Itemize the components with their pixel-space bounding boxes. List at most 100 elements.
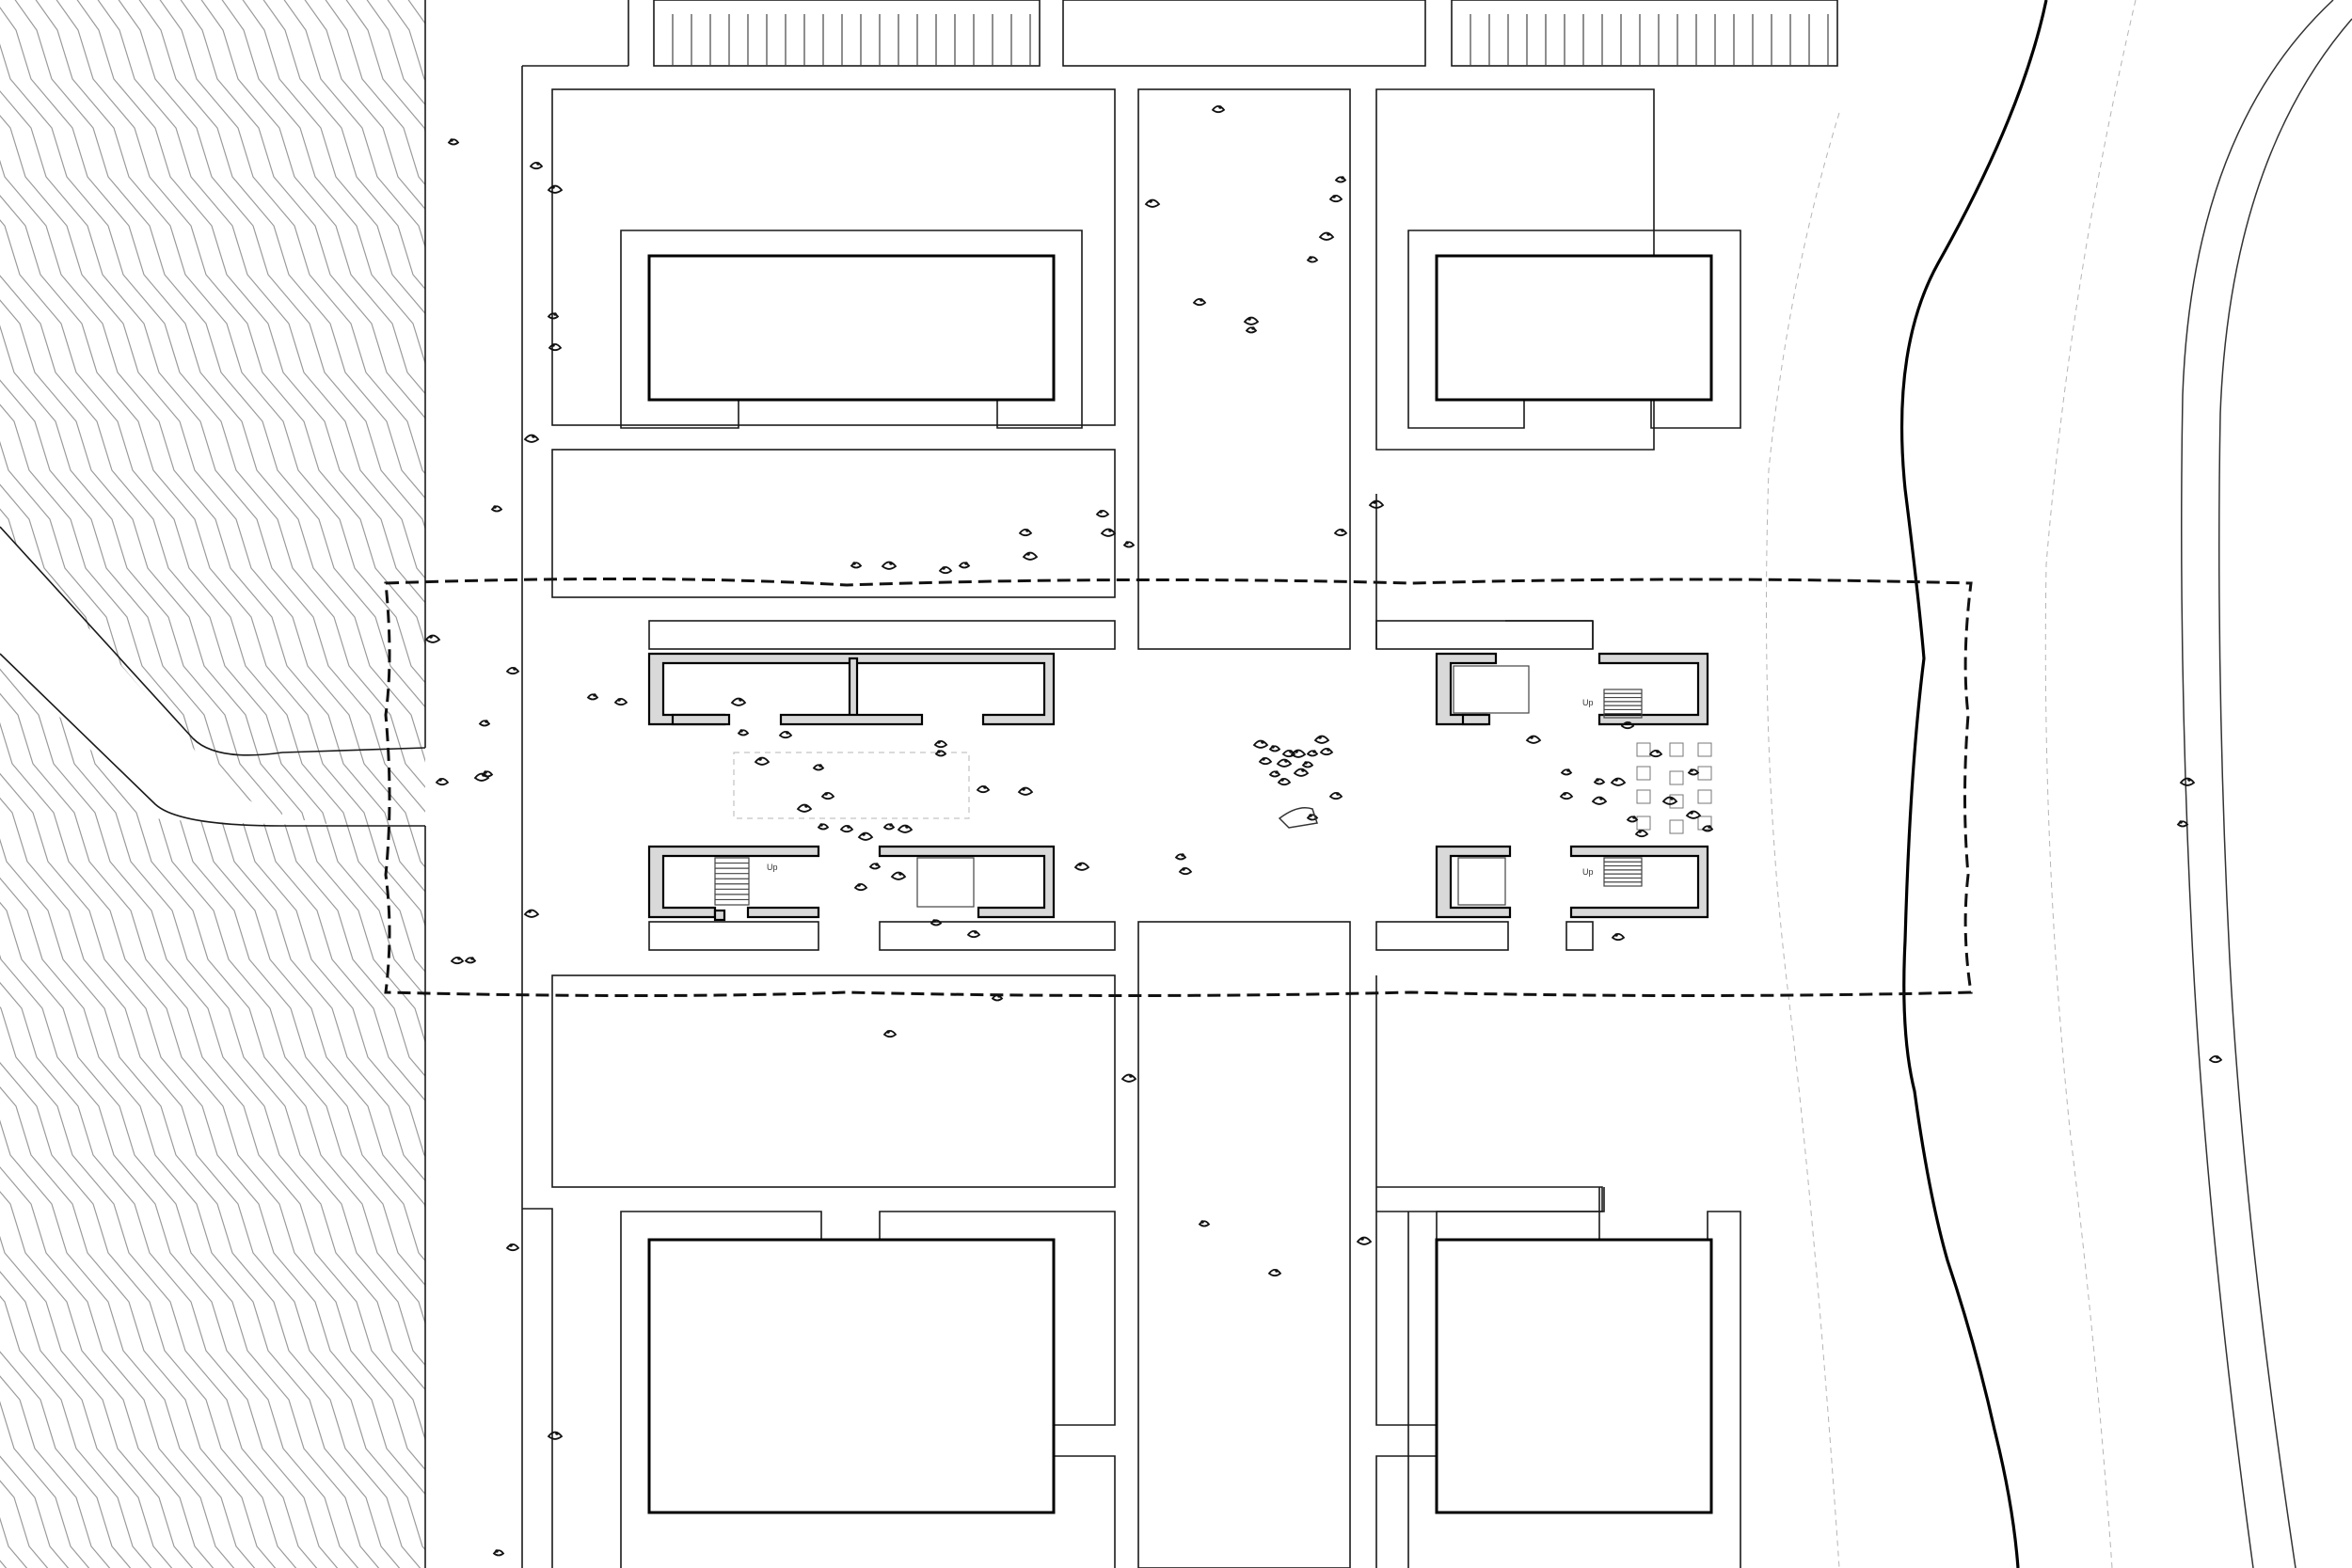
block-north-east [1375, 88, 1741, 649]
hatch-line [0, 0, 425, 1568]
person-figure [1356, 1236, 1373, 1245]
person-figure [1626, 816, 1639, 823]
hatch-line [167, 0, 425, 1568]
hatch-line [0, 0, 418, 1568]
person-figure [1095, 510, 1110, 518]
hatch-line [913, 0, 1866, 1568]
stair-left-label: Up [767, 863, 778, 872]
person-figure [958, 562, 971, 569]
hatch-line [0, 0, 425, 1568]
person-figure [1560, 768, 1573, 776]
person-figure [881, 561, 898, 570]
person-figure [1634, 830, 1649, 838]
plaza-left-building: Up [647, 620, 1116, 951]
person-figure [490, 505, 503, 513]
person-figure [450, 957, 465, 965]
cafe-table [1636, 766, 1651, 781]
person-figure [1313, 735, 1330, 744]
hatch-line [0, 0, 425, 1568]
project-boundary [384, 577, 1973, 997]
plaza-right-building: Up Up [1375, 620, 1712, 951]
hatch-line [1616, 0, 2352, 1568]
person-figure [1328, 195, 1343, 203]
person-figure [1593, 778, 1606, 785]
hatch-line [0, 0, 425, 1568]
person-figure [1211, 105, 1226, 114]
hatch-line [0, 0, 425, 1568]
hatch-line [104, 0, 425, 1568]
building-ne [1435, 254, 1713, 402]
hatch-line [0, 0, 425, 1568]
hatch-line [0, 0, 24, 1568]
person-figure [890, 871, 907, 880]
person-figure [1334, 176, 1347, 183]
person-figure [481, 770, 494, 778]
building-nw [647, 254, 1056, 402]
cafe-tables [1636, 742, 1712, 834]
hatch-line [0, 0, 425, 1568]
person-figure [778, 731, 793, 739]
hatch-line [1803, 0, 2352, 1568]
hatch-line [0, 0, 211, 1568]
person-figure [505, 1243, 520, 1252]
person-figure [1318, 231, 1335, 241]
hatch-line [0, 0, 425, 1568]
hatch-line [0, 0, 169, 1568]
person-figure [547, 312, 560, 320]
hatch-line [0, 0, 425, 1568]
block-south-west [522, 974, 1116, 1568]
hatch-line [0, 0, 425, 1568]
person-figure [1648, 750, 1663, 758]
person-figure [2179, 777, 2196, 786]
hatch-line [229, 0, 425, 1568]
person-figure [1525, 735, 1542, 744]
hatch-line [933, 0, 1886, 1568]
hatch-line [1740, 0, 2352, 1568]
person-figure [730, 697, 747, 706]
east-road [2181, 0, 2352, 1568]
hatch-line [954, 0, 1907, 1568]
person-figure [1252, 739, 1269, 749]
person-figure [424, 634, 441, 643]
person-figure [2176, 820, 2189, 828]
person-figure [796, 803, 813, 813]
stair-outline [1603, 689, 1643, 719]
hatch-line [84, 0, 425, 1568]
person-figure [1661, 796, 1678, 805]
person-figure [850, 562, 863, 569]
person-figure [754, 756, 771, 766]
building-sw [647, 1238, 1056, 1514]
hatch-line [125, 0, 425, 1568]
person-figure [1073, 862, 1090, 871]
cafe-table [1636, 816, 1651, 831]
hatch-line [0, 0, 425, 1568]
person-figure [1306, 814, 1319, 821]
hatch-line [249, 0, 425, 1568]
person-figure [1178, 867, 1193, 876]
hatch-line [0, 0, 128, 1568]
person-figure [1306, 256, 1319, 263]
hatch-line [0, 0, 335, 1568]
person-figure [882, 1030, 898, 1038]
diagonal-path [0, 526, 426, 827]
person-figure [523, 909, 540, 918]
cafe-table [1669, 794, 1684, 809]
person-figure [1017, 786, 1034, 796]
person-figure [529, 162, 544, 170]
person-figure [547, 1431, 564, 1440]
person-figure [934, 750, 947, 757]
hatch-line [0, 0, 4, 1568]
person-figure [1290, 749, 1307, 758]
stair-right-top [1603, 689, 1643, 719]
hatch-line [1244, 0, 2197, 1568]
person-figure [976, 785, 991, 794]
hatch-line [0, 0, 149, 1568]
person-figure [1591, 796, 1608, 805]
person-figure [1559, 792, 1574, 800]
person-figure [548, 343, 563, 352]
person-figure [1685, 810, 1702, 819]
person-figure [464, 957, 477, 964]
hatch-line [0, 0, 87, 1568]
building-se [1435, 1238, 1713, 1514]
hatch-line [1699, 0, 2352, 1568]
